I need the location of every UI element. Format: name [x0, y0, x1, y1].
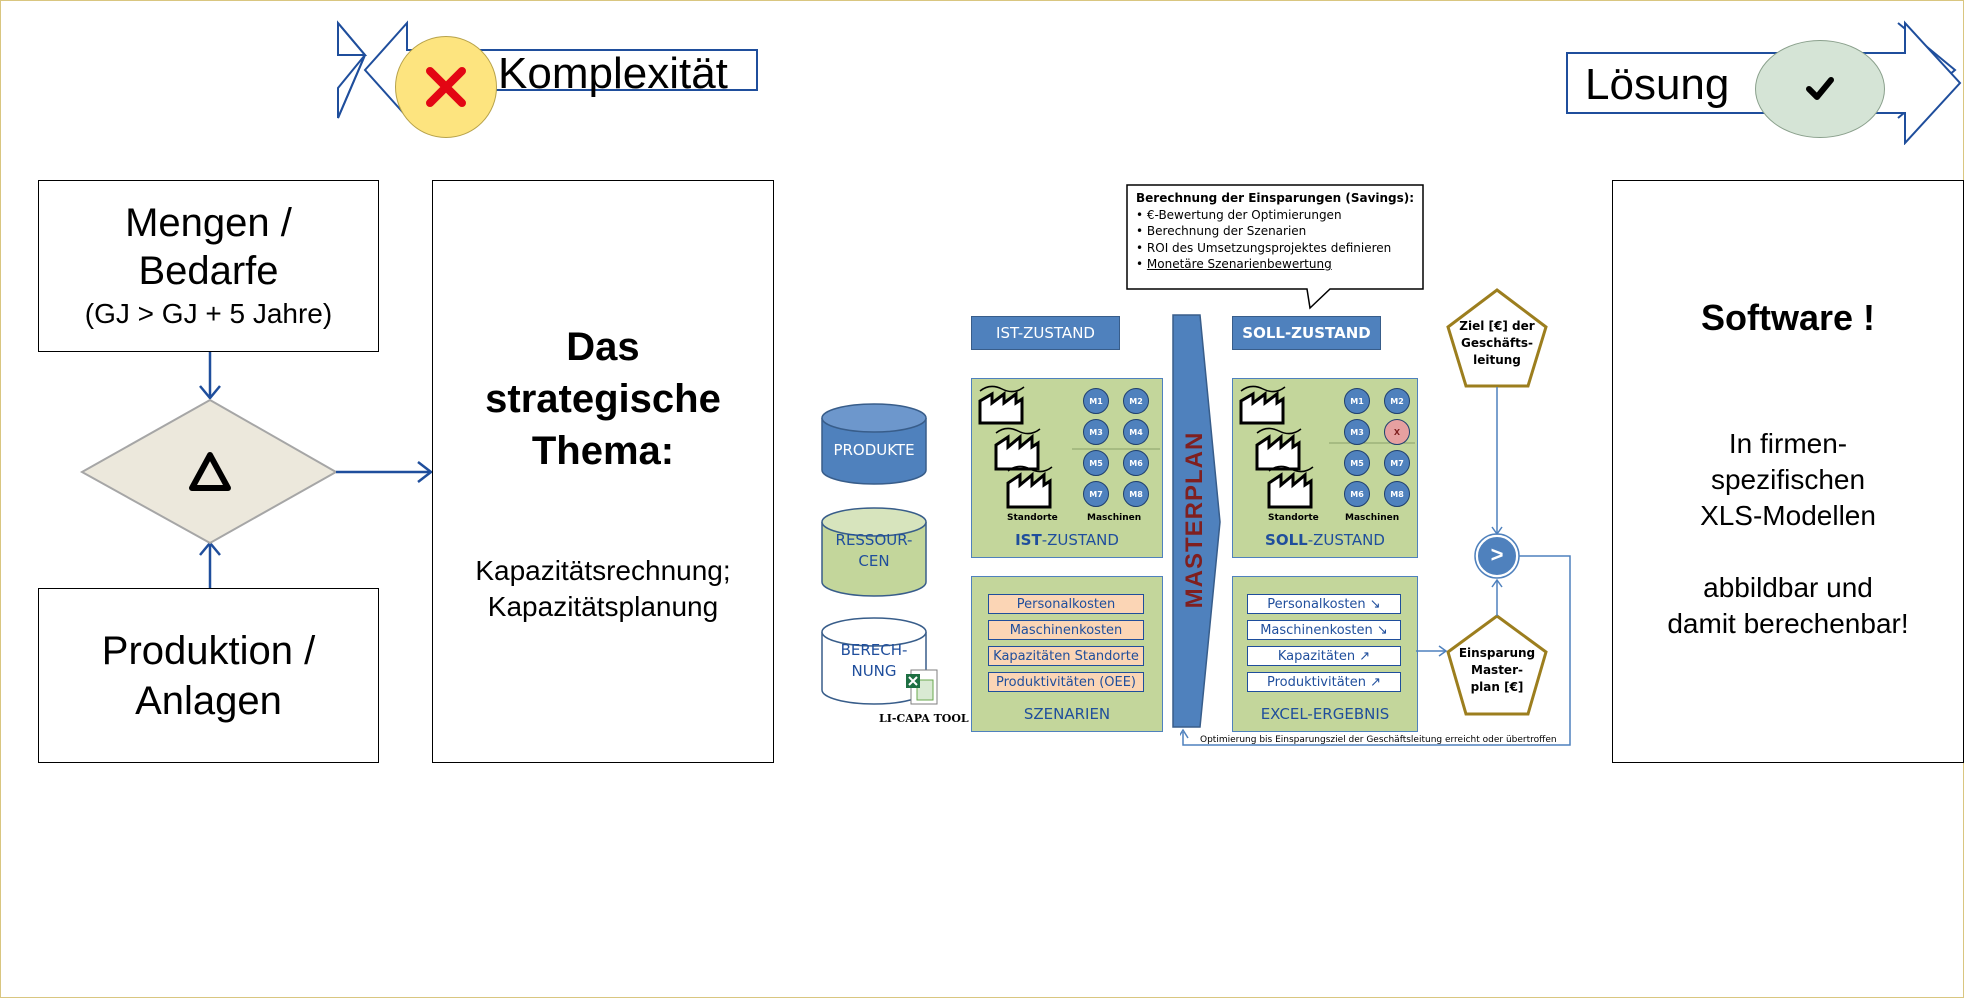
produktion-line: Produktion / — [101, 628, 316, 673]
software-box: Software ! In firmen- spezifischen XLS-M… — [1612, 180, 1964, 763]
compare-symbol: > — [1490, 542, 1504, 567]
callout-bullet: • Berechnung der Szenarien — [1136, 224, 1307, 238]
database-cylinders — [821, 403, 927, 705]
mengen-line: Mengen / — [125, 201, 292, 245]
topic-body-1: Kapazitätsrechnung; — [475, 555, 731, 586]
machine-circle: M2 — [1384, 388, 1410, 414]
machine-circle: M5 — [1083, 450, 1109, 476]
machine-circle: M2 — [1123, 388, 1149, 414]
tool-label: LI-CAPA TOOL — [879, 712, 969, 725]
machine-circle: M8 — [1384, 481, 1410, 507]
soll-label: SOLL-ZUSTAND — [1265, 531, 1385, 549]
topic-title-2: strategische — [485, 377, 721, 421]
anlagen-line: Anlagen — [135, 678, 282, 723]
callout-bullet: • Monetäre Szenarienbewertung — [1136, 257, 1332, 271]
topic-body-2: Kapazitätsplanung — [487, 591, 719, 622]
mengen-bedarfe-box: Mengen / Bedarfe (GJ > GJ + 5 Jahre) — [38, 180, 379, 352]
masterplan-arrow — [1172, 314, 1221, 728]
szenarien-label: SZENARIEN — [1023, 705, 1111, 723]
machine-circle: M6 — [1123, 450, 1149, 476]
db-ressourcen: RESSOUR-CEN — [835, 531, 913, 570]
excel-file-icon — [906, 669, 938, 705]
savings-callout: Berechnung der Einsparungen (Savings): •… — [1136, 190, 1426, 273]
soll-maschinen: Maschinen — [1345, 513, 1400, 523]
complexity-label: Komplexität — [498, 49, 728, 98]
szenario-item: Maschinenkosten — [988, 620, 1144, 640]
ist-factories — [978, 385, 1160, 509]
machine-circle: M5 — [1344, 450, 1370, 476]
ergebnis-item: Maschinenkosten ↘ — [1247, 620, 1401, 640]
ist-label: IST-ZUSTAND — [1015, 531, 1119, 549]
ergebnis-panel: Personalkosten ↘ Maschinenkosten ↘ Kapaz… — [1232, 576, 1418, 732]
software-title: Software ! — [1700, 297, 1876, 338]
callout-title: Berechnung der Einsparungen (Savings): — [1136, 191, 1415, 205]
machine-circle: M4 — [1123, 419, 1149, 445]
soll-header: SOLL-ZUSTAND — [1232, 316, 1381, 350]
loop-caption: Optimierung bis Einsparungsziel der Gesc… — [1200, 735, 1557, 745]
strategic-topic-box: Das strategische Thema: Kapazitätsrechnu… — [432, 180, 774, 763]
decision-connector — [79, 352, 434, 590]
check-badge — [1755, 40, 1885, 138]
ist-standorte: Standorte — [1007, 513, 1058, 523]
ergebnis-item: Produktivitäten ↗ — [1247, 672, 1401, 692]
goal-flow — [1180, 288, 1571, 746]
machine-circle: M6 — [1344, 481, 1370, 507]
szenario-item: Personalkosten — [988, 594, 1144, 614]
db-produkte: PRODUKTE — [833, 441, 915, 459]
soll-standorte: Standorte — [1268, 513, 1319, 523]
produktion-anlagen-box: Produktion / Anlagen — [38, 588, 379, 763]
ist-header: IST-ZUSTAND — [971, 316, 1120, 350]
horizon-line: (GJ > GJ + 5 Jahre) — [84, 298, 333, 329]
topic-title-3: Thema: — [531, 429, 675, 473]
ergebnis-item: Kapazitäten ↗ — [1247, 646, 1401, 666]
machine-circle: X — [1384, 419, 1410, 445]
szenario-item: Produktivitäten (OEE) — [988, 672, 1144, 692]
machine-circle: M1 — [1344, 388, 1370, 414]
topic-title-1: Das — [566, 325, 640, 369]
callout-bullet: • ROI des Umsetzungsprojektes definieren — [1136, 240, 1392, 255]
ergebnis-label: EXCEL-ERGEBNIS — [1260, 705, 1390, 723]
software-body: In firmen- spezifischen XLS-Modellen abb… — [1667, 428, 1909, 639]
ist-maschinen: Maschinen — [1087, 513, 1142, 523]
db-berechnung: BERECH-NUNG — [840, 641, 908, 680]
cross-badge — [395, 36, 497, 138]
callout-bullet: • €-Bewertung der Optimierungen — [1136, 207, 1342, 222]
bedarfe-line: Bedarfe — [138, 249, 279, 293]
machine-circle: M8 — [1123, 481, 1149, 507]
soll-factories — [1239, 385, 1415, 509]
cross-icon — [426, 67, 466, 107]
machine-circle: M7 — [1384, 450, 1410, 476]
machine-circle: M3 — [1344, 419, 1370, 445]
szenario-item: Kapazitäten Standorte — [988, 646, 1144, 666]
savings-callout-shape — [1126, 184, 1424, 310]
check-icon — [1806, 77, 1834, 100]
ergebnis-item: Personalkosten ↘ — [1247, 594, 1401, 614]
machine-circle: M7 — [1083, 481, 1109, 507]
machine-circle: M3 — [1083, 419, 1109, 445]
machine-circle: M1 — [1083, 388, 1109, 414]
solution-label: Lösung — [1585, 60, 1730, 109]
szenarien-panel: Personalkosten Maschinenkosten Kapazität… — [971, 576, 1163, 732]
